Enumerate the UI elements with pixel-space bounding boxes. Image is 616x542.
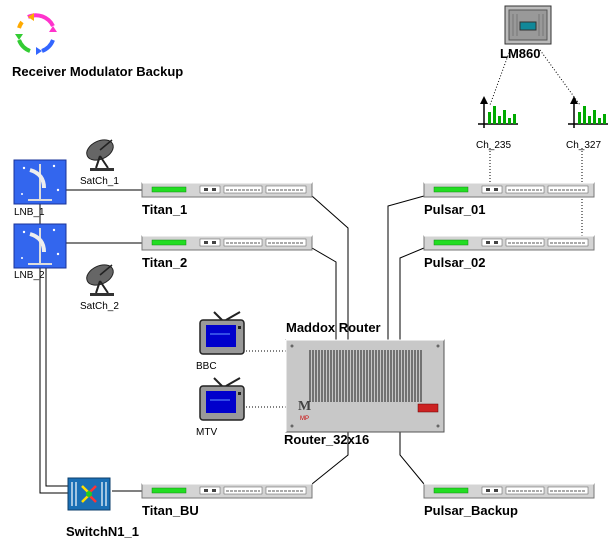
- lnb-2-icon[interactable]: [13, 223, 67, 269]
- titan-bu-device[interactable]: [141, 483, 313, 499]
- pulsar-backup-label: Pulsar_Backup: [424, 503, 518, 518]
- link-titan1-router: [311, 195, 349, 340]
- lnb-1-icon[interactable]: [13, 159, 67, 205]
- svg-text:MP: MP: [300, 416, 309, 422]
- link-lnb1-switch: [39, 200, 68, 494]
- router-device[interactable]: M MP: [285, 339, 445, 433]
- router-label: Router_32x16: [284, 432, 370, 447]
- titan-bu-label: Titan_BU: [142, 503, 199, 518]
- link-lnb2-switch: [45, 268, 68, 487]
- lm860-device-icon[interactable]: [504, 5, 552, 45]
- connections: [39, 189, 425, 494]
- router-caption: Maddox Router: [286, 320, 381, 335]
- pulsar-01-label: Pulsar_01: [424, 202, 486, 217]
- link-router-pulsar02: [399, 247, 425, 340]
- diagram-title: Receiver Modulator Backup: [12, 64, 184, 79]
- satch-1-label: SatCh_1: [80, 176, 119, 187]
- tv-bbc-label: BBC: [196, 361, 217, 372]
- switch-icon[interactable]: [67, 477, 111, 511]
- spectrum-ch235-icon[interactable]: [478, 96, 518, 128]
- link-router-titanbu: [311, 432, 349, 485]
- titan-2-label: Titan_2: [142, 255, 188, 270]
- ch-235-label: Ch_235: [476, 140, 512, 151]
- lnb-2-label: LNB_2: [14, 270, 45, 281]
- satellite-dish-2-icon[interactable]: [84, 261, 117, 296]
- lm860-label: LM860: [500, 46, 541, 61]
- lnb-1-label: LNB_1: [14, 207, 45, 218]
- link-titan2-router: [311, 247, 337, 340]
- satellite-dish-1-icon[interactable]: [84, 136, 117, 171]
- titan-1-device[interactable]: [141, 182, 313, 198]
- pulsar-02-device[interactable]: [423, 235, 595, 251]
- pulsar-02-label: Pulsar_02: [424, 255, 486, 270]
- link-router-pulsarbackup: [399, 432, 425, 485]
- ch-327-label: Ch_327: [566, 140, 602, 151]
- tv-bbc-icon[interactable]: [199, 311, 245, 355]
- switch-label: SwitchN1_1: [66, 524, 139, 539]
- spectrum-ch327-icon[interactable]: [568, 96, 608, 128]
- dotted-connections: [246, 49, 583, 408]
- titan-2-device[interactable]: [141, 235, 313, 251]
- link-router-pulsar01: [387, 195, 425, 340]
- svg-text:M: M: [298, 399, 311, 414]
- satch-2-label: SatCh_2: [80, 301, 119, 312]
- pulsar-01-device[interactable]: [423, 182, 595, 198]
- tv-mtv-icon[interactable]: [199, 377, 245, 421]
- pulsar-backup-device[interactable]: [423, 483, 595, 499]
- dotlink-lm860-ch235: [489, 49, 511, 106]
- tv-mtv-label: MTV: [196, 427, 218, 438]
- cycle-icon: [15, 13, 57, 55]
- titan-1-label: Titan_1: [142, 202, 188, 217]
